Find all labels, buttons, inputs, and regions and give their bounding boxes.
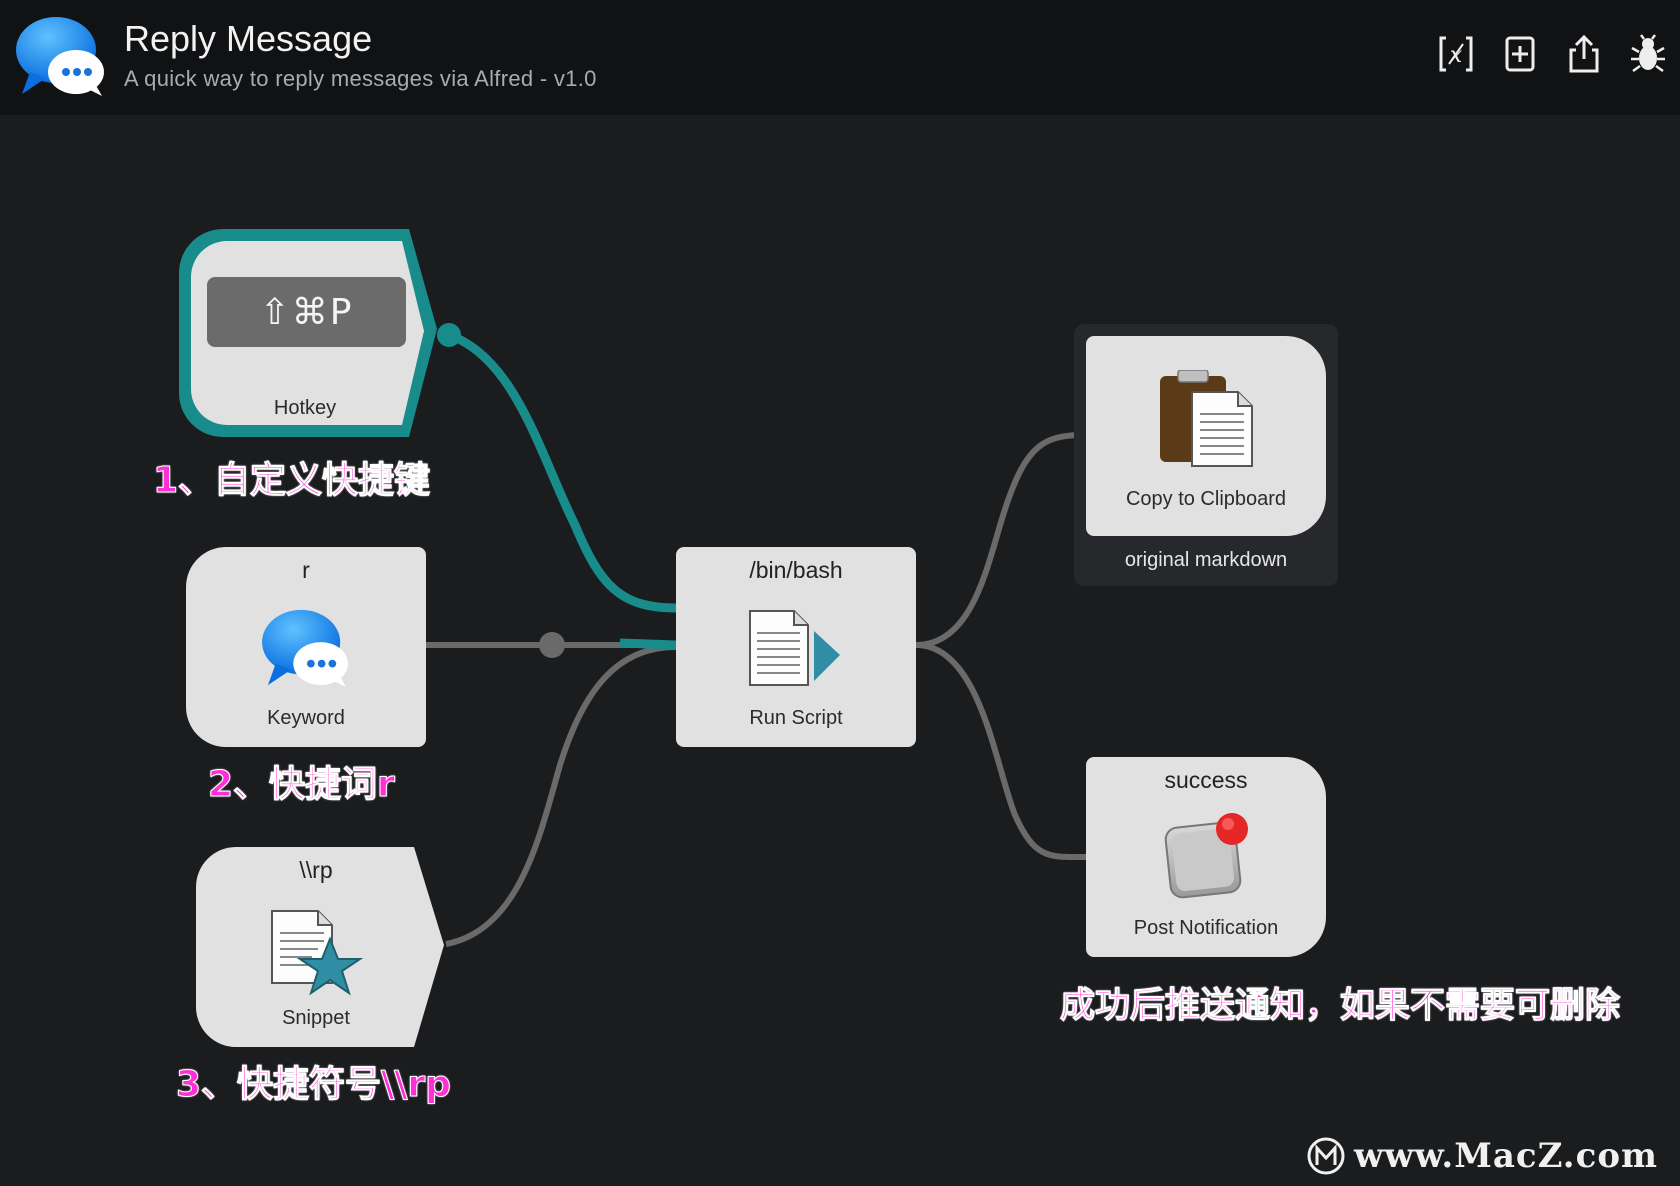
wire-snippet-to-script[interactable] [445,644,677,947]
workflow-canvas[interactable]: ⇧⌘P Hotkey 1、自定义快捷键 r Keyword 2、快捷词r \\r… [0,115,1680,1186]
export-icon [1569,34,1599,73]
clipboard-icon [1160,370,1253,467]
wire-script-to-clipboard[interactable] [915,432,1087,648]
snippet-value: \\rp [299,857,333,883]
wire-script-to-notification[interactable] [915,642,1087,861]
hotkey-node-label: Hotkey [273,397,337,419]
snippet-annotation: 3、快捷符号\\rp [176,1064,452,1106]
run-script-node-label: Run Script [749,707,843,729]
export-button[interactable] [1566,32,1602,76]
clipboard-node-label: Copy to Clipboard [1125,488,1287,510]
add-object-icon [1505,36,1535,72]
variables-icon: x [1439,36,1473,72]
notification-annotation: 成功后推送通知，如果不需要可删除 [1059,986,1621,1027]
notification-title: success [1164,767,1248,793]
macz-logo-icon [1307,1137,1345,1175]
hotkey-annotation: 1、自定义快捷键 [152,460,431,502]
watermark: www.MacZ.com [1306,1136,1658,1176]
wire-hotkey-end-teal [619,638,677,650]
keyword-annotation: 2、快捷词r [208,764,396,806]
messages-icon [262,609,348,688]
copy-to-clipboard-node[interactable]: Copy to Clipboard [1086,336,1326,536]
messages-app-icon [16,17,104,96]
wire-hotkey-to-script[interactable] [441,329,681,613]
hotkey-output-anchor[interactable] [437,323,461,347]
connection-wires [426,323,1087,947]
keyword-node-label: Keyword [267,707,345,729]
hotkey-combo-display: ⇧⌘P [207,277,406,347]
notification-node-label: Post Notification [1133,917,1279,939]
watermark-text: www.MacZ.com [1353,1136,1658,1176]
run-script-node[interactable]: /bin/bash Run Script [676,547,916,747]
variables-button[interactable]: x [1438,32,1474,76]
debug-button[interactable] [1630,32,1666,76]
run-script-icon [749,610,840,686]
workflow-title: Reply Message [124,18,373,59]
workflow-header: Reply Message A quick way to reply messa… [0,0,1680,115]
keyword-value: r [302,557,310,583]
wire-junction-dot[interactable] [539,632,565,658]
toolbar: x [1438,32,1666,76]
debug-bug-icon [1631,34,1665,73]
clipboard-node-note: original markdown [1124,549,1288,571]
script-language: /bin/bash [749,557,843,583]
workflow-subtitle: A quick way to reply messages via Alfred… [124,66,597,91]
snippet-node-label: Snippet [282,1007,350,1029]
snippet-icon [271,910,364,996]
post-notification-node[interactable]: success Post Notification [1086,757,1326,957]
add-object-button[interactable] [1502,32,1538,76]
keyword-node[interactable]: r Keyword [186,547,426,747]
notification-icon [1164,813,1248,899]
